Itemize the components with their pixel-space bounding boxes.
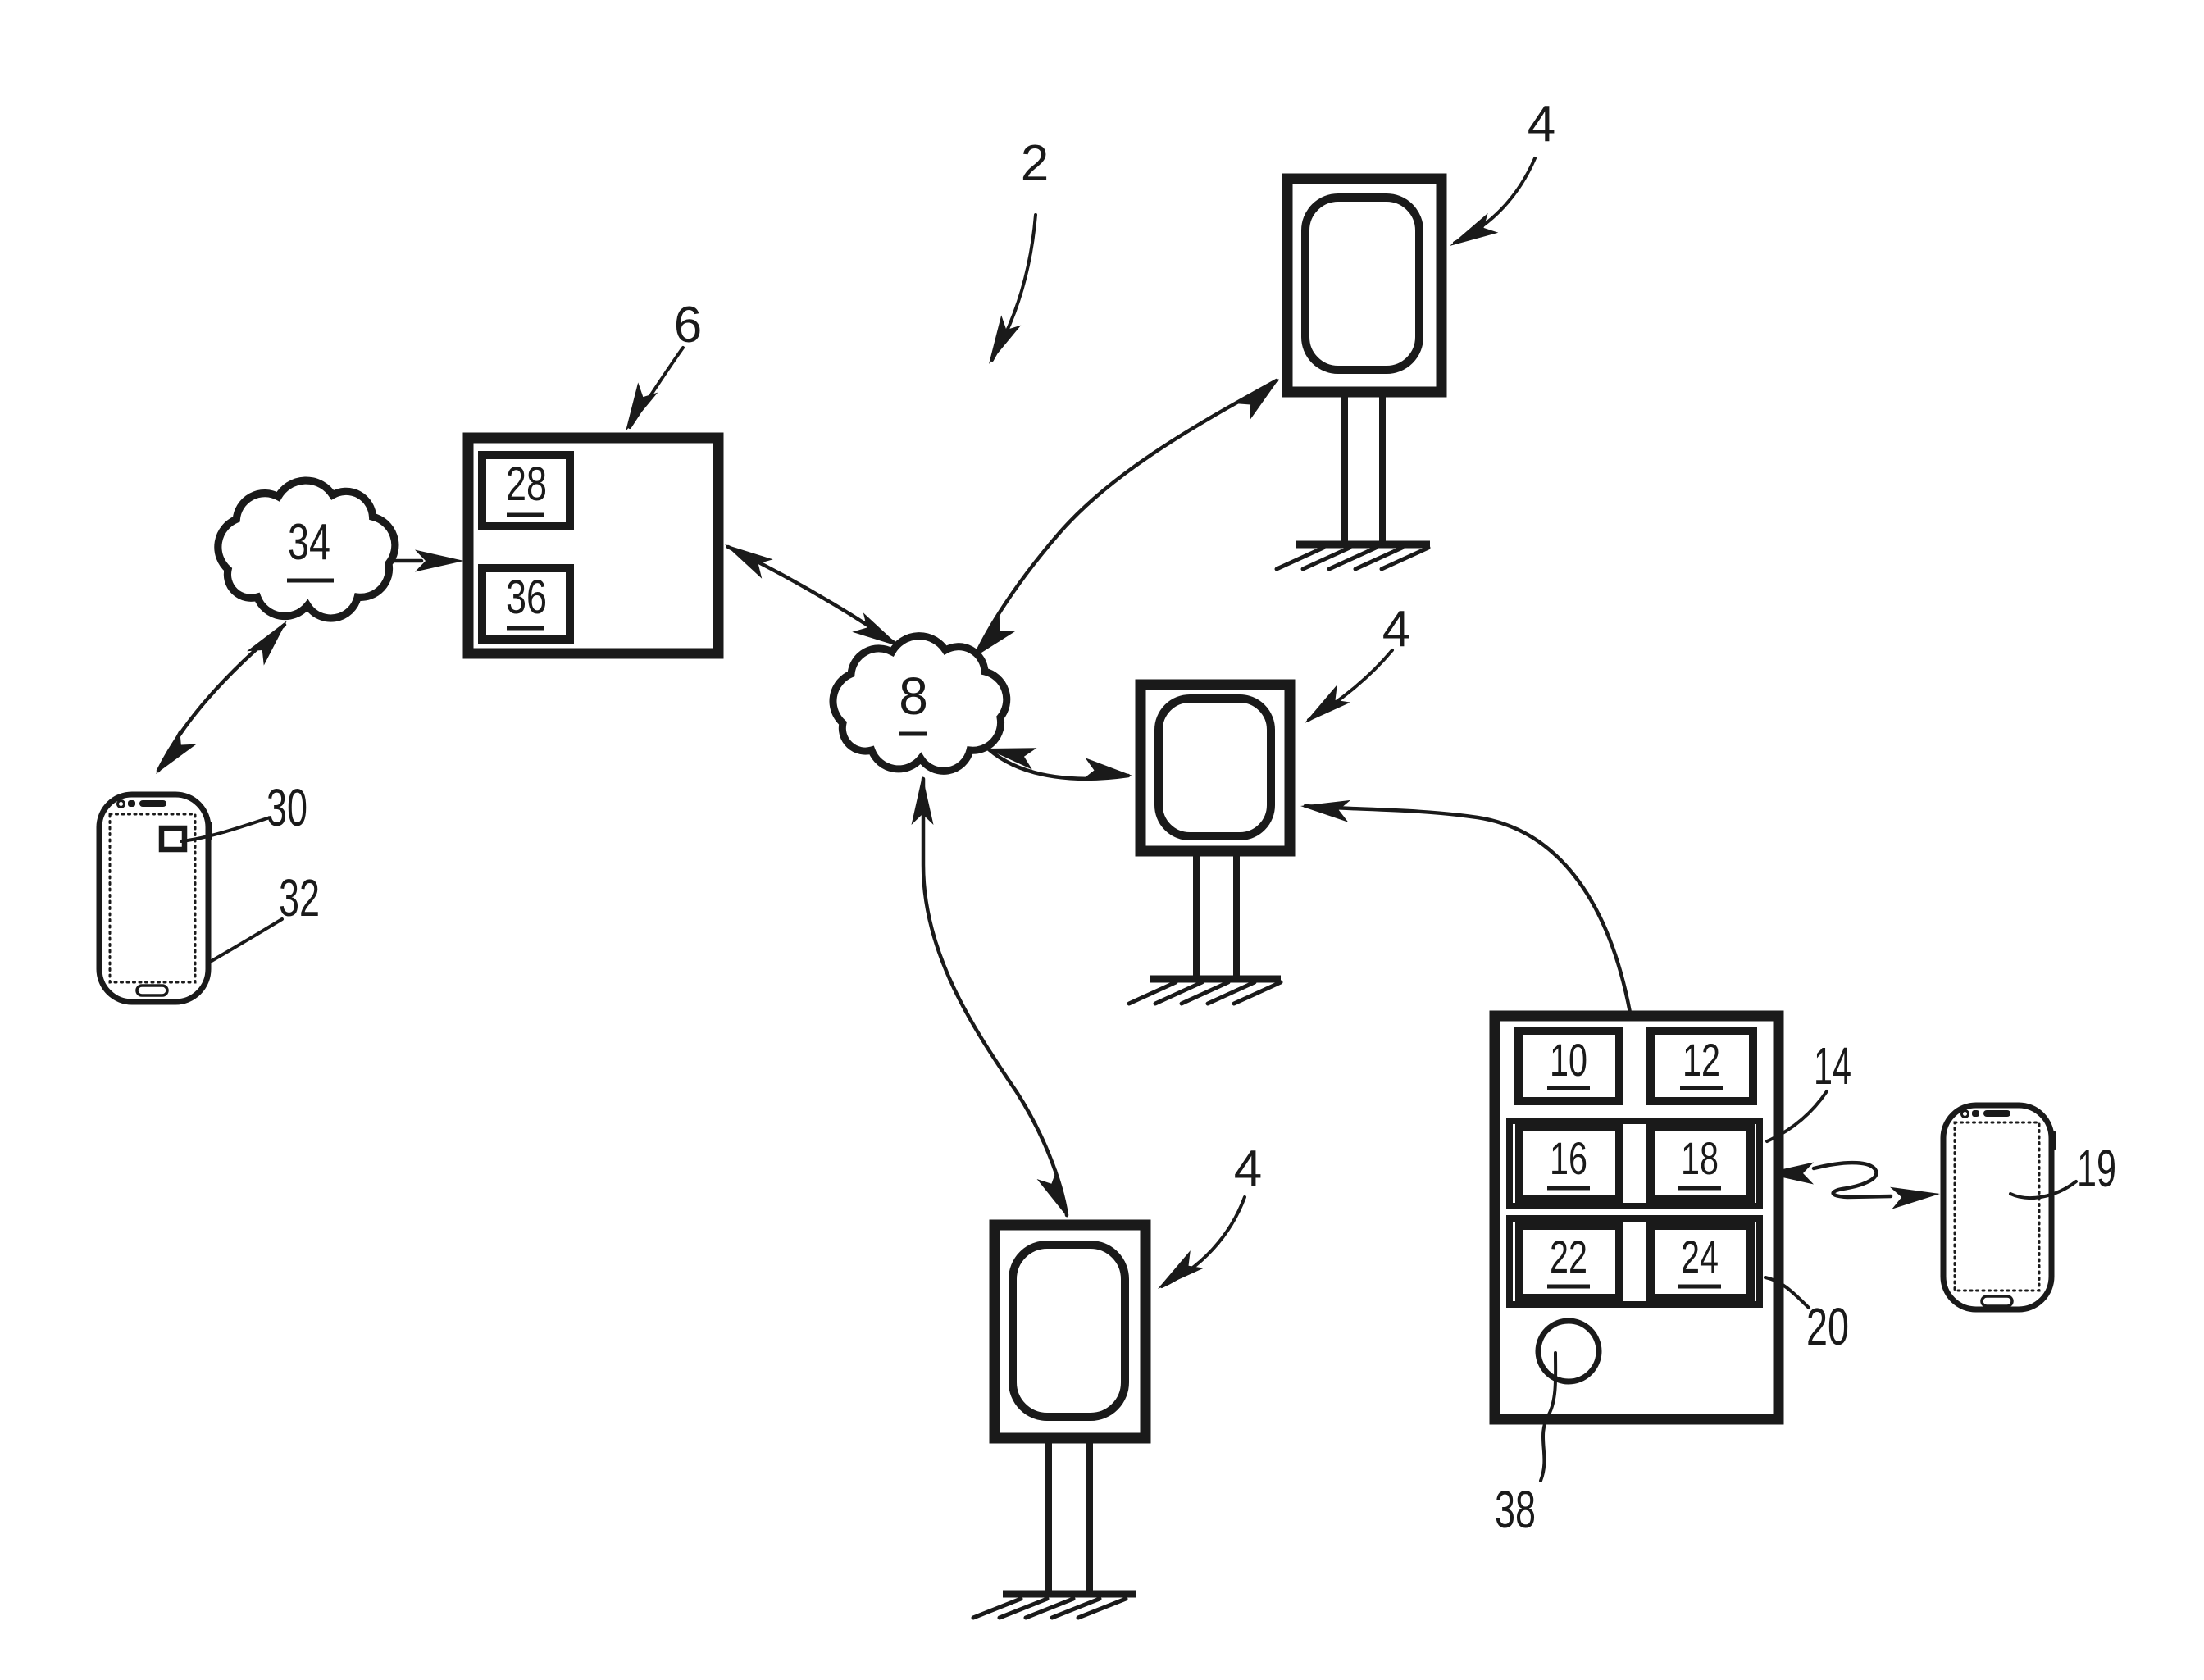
internet-cloud-34: 34 xyxy=(218,480,395,618)
arrow-kiosk-to-sign-middle xyxy=(1303,804,1633,1015)
ref-label-38: 38 xyxy=(1495,1480,1536,1539)
arrowhead-zigzag-into-phone19 xyxy=(1890,1182,1942,1209)
phone-side-button xyxy=(2052,1131,2056,1150)
server-box xyxy=(462,432,724,659)
arrowhead-label-4-middle xyxy=(1297,685,1351,732)
kiosk-module-12-label: 12 xyxy=(1683,1034,1720,1086)
arrowhead-into-sign-top xyxy=(1235,370,1287,421)
ref-label-20: 20 xyxy=(1806,1297,1849,1356)
leader-20 xyxy=(1764,1276,1810,1309)
arrowhead-label-6 xyxy=(615,382,658,437)
kiosk-module-22-label: 22 xyxy=(1550,1231,1587,1282)
kiosk-module-16-label: 16 xyxy=(1550,1132,1587,1184)
ground-hatching xyxy=(971,1596,1128,1620)
kiosk-module-10-label: 10 xyxy=(1550,1034,1587,1086)
arrowhead-label-2 xyxy=(978,315,1022,370)
smartphone-19 xyxy=(1940,1102,2056,1313)
sign-screen xyxy=(1009,1241,1129,1421)
phone-screen xyxy=(108,813,197,984)
arrowhead-into-phone32 xyxy=(147,729,197,781)
kiosk-module-24-box xyxy=(1646,1222,1755,1302)
arrow-cloud8-sign-bottom xyxy=(921,776,1069,1218)
arrow-sign-top-cloud8 xyxy=(973,378,1279,658)
leader-38 xyxy=(1539,1351,1558,1482)
phone-body xyxy=(1940,1102,2055,1313)
ref-label-4-bottom: 4 xyxy=(1234,1140,1262,1197)
kiosk-module-18-label: 18 xyxy=(1681,1132,1719,1184)
phone-home-button xyxy=(1980,1295,2014,1308)
phone-home-button xyxy=(135,984,169,997)
reference-labels: 2 6 4 4 4 14 20 19 30 32 38 xyxy=(180,96,2116,1539)
display-sign-bottom xyxy=(971,1219,1151,1620)
arrow-cloud8-sign-middle xyxy=(986,747,1131,781)
arrowhead-into-server-right xyxy=(719,535,773,579)
app-icon-30 xyxy=(158,825,188,853)
kiosk-module-16-box xyxy=(1515,1123,1623,1204)
server-module-36-box xyxy=(478,564,574,644)
ref-label-19: 19 xyxy=(2077,1139,2116,1198)
ref-label-14: 14 xyxy=(1814,1036,1851,1095)
kiosk-module-10-box xyxy=(1514,1027,1623,1105)
network-cloud-8: 8 xyxy=(833,636,1007,772)
phone-body xyxy=(96,791,212,1005)
ref-label-2: 2 xyxy=(1021,135,1049,192)
display-sign-middle xyxy=(1127,679,1296,1006)
leader-19 xyxy=(2009,1180,2078,1200)
ref-label-4-top: 4 xyxy=(1528,96,1555,153)
phone-camera-icon xyxy=(1960,1109,1969,1118)
phone-sensor-icon xyxy=(1972,1110,1979,1117)
arrowhead-into-sign-bottom xyxy=(1036,1169,1079,1223)
arrowhead-label-4-bottom xyxy=(1150,1250,1204,1298)
kiosk-module-12-box xyxy=(1646,1027,1757,1105)
arrowhead-into-cloud34 xyxy=(247,613,296,666)
display-sign-top xyxy=(1274,173,1447,571)
connections xyxy=(147,370,1942,1223)
phone-sensor-icon xyxy=(128,800,135,807)
ref-label-30: 30 xyxy=(266,778,307,837)
ref-label-6: 6 xyxy=(674,297,702,353)
phone-speaker-icon xyxy=(139,800,166,807)
server-module-28-label: 28 xyxy=(506,458,547,511)
ref-label-32: 32 xyxy=(279,868,320,927)
kiosk-device: 10 12 16 18 22 24 xyxy=(1489,1010,1784,1425)
zigzag-kiosk-phone19 xyxy=(1811,1160,1893,1200)
kiosk-group-14-box xyxy=(1506,1118,1763,1209)
cloud34-label: 34 xyxy=(288,514,330,571)
ground-hatching xyxy=(1274,545,1431,571)
ground-hatching xyxy=(1127,980,1283,1006)
server-module-28-box xyxy=(478,451,574,530)
leader-30 xyxy=(180,817,269,843)
kiosk-button-38-icon xyxy=(1535,1318,1602,1385)
phone-camera-icon xyxy=(116,799,125,808)
kiosk-group-20-box xyxy=(1506,1215,1763,1308)
kiosk-module-18-box xyxy=(1646,1123,1755,1204)
leader-4-top xyxy=(1453,157,1537,244)
ref-label-4-middle: 4 xyxy=(1382,601,1410,658)
sign-screen xyxy=(1154,694,1275,840)
phone-speaker-icon xyxy=(1983,1110,2010,1117)
arrowhead-into-sign-middle-left xyxy=(1082,758,1134,787)
server-module-36-label: 36 xyxy=(506,571,547,624)
leader-14 xyxy=(1765,1090,1828,1143)
kiosk-module-22-box xyxy=(1515,1222,1623,1302)
leader-32 xyxy=(210,917,284,963)
phone-screen xyxy=(1953,1121,2041,1292)
server-6: 28 36 xyxy=(462,432,724,659)
kiosk-module-24-label: 24 xyxy=(1681,1231,1719,1282)
cloud8-label: 8 xyxy=(899,667,928,726)
smartphone-32 xyxy=(96,791,212,1005)
sign-screen xyxy=(1301,193,1423,374)
